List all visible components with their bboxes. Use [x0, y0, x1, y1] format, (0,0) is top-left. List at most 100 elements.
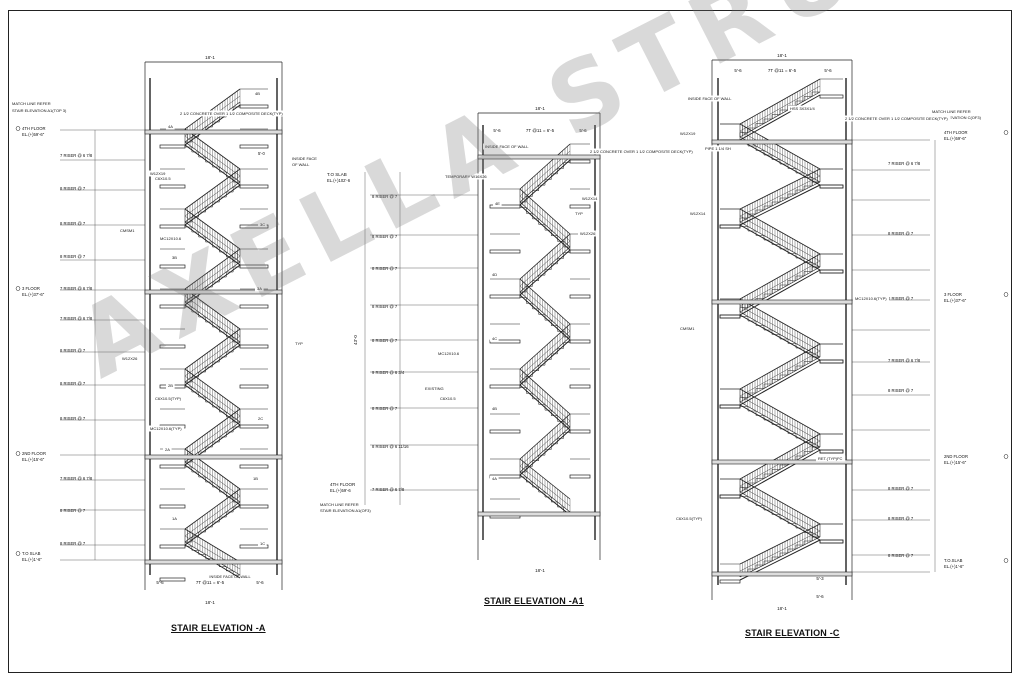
stair-landing — [819, 449, 844, 454]
stair-a-floor-label: 2ND FLOOR — [22, 451, 46, 456]
stair-c-floor-elevation: EL.(+)59'-6" — [944, 136, 967, 141]
stair-landing — [719, 224, 741, 229]
drawing-border — [8, 10, 1012, 673]
stair-c-bottom-overall: 18'-1 — [777, 606, 787, 611]
stair-landing — [489, 429, 521, 434]
stair-a1-floor-elevation: EL.(+)59'-6 — [330, 488, 351, 493]
stair-c-bottom-dim: 5'-3 — [816, 576, 824, 581]
floor-slab — [144, 289, 283, 295]
stair-landing — [159, 464, 186, 469]
stair-stringer — [739, 184, 821, 226]
floor-slab — [711, 459, 853, 465]
stair-a-note: INSIDE FACE OF WALL — [209, 575, 250, 579]
stair-a-flights — [15, 88, 283, 582]
stair-stringer — [739, 359, 821, 406]
stair-a1-match-line: MATCH LINE REFER — [320, 502, 359, 507]
stair-c-callout: W12X19 — [680, 131, 696, 136]
stair-c-callout-box — [853, 295, 890, 302]
stair-a1-tag-box — [490, 335, 499, 342]
stair-landing — [569, 429, 591, 434]
stair-a1-tag-box — [490, 475, 499, 482]
level-marker-icon — [15, 451, 21, 456]
stair-a1-callout: C6X10.5 — [440, 396, 456, 401]
stair-a-match-line: MATCH LINE REFER — [12, 101, 51, 106]
stair-c-callout-box — [678, 130, 696, 137]
stair-landing — [569, 204, 591, 209]
stair-landing — [569, 294, 591, 299]
stair-a-riser-label: 8 RISER @ 7 — [60, 221, 86, 226]
stair-landing — [719, 579, 741, 584]
stair-c-top-dim: 7T @11 = 6'-5 — [768, 68, 797, 73]
stair-landing — [159, 504, 186, 509]
stair-a-note: TYP — [295, 341, 303, 346]
stair-a-overall-width: 18'-1 — [205, 55, 215, 60]
stair-landing — [569, 384, 591, 389]
stair-landing — [159, 184, 186, 189]
stair-a-riser-label: 8 RISER @ 7 — [60, 541, 86, 546]
stair-c-riser-label: 8 RISER @ 7 — [888, 388, 914, 393]
title-stair-elevation-a: STAIR ELEVATION -A — [171, 623, 266, 633]
floor-slab — [711, 299, 853, 305]
stair-a1-tag-box — [490, 271, 499, 278]
stair-c-callout: CMSM1 — [680, 326, 695, 331]
stair-a1-callout-box — [423, 385, 446, 392]
stair-a1-riser-label: 8 RISER @ 7 — [372, 406, 398, 411]
stair-c-match-line-cont: STAIR ELEVATION C(OF3) — [932, 115, 982, 120]
stair-c-riser-label: 8 RISER @ 7 — [888, 296, 914, 301]
stair-landing — [239, 344, 269, 349]
stair-a1-bottom-overall: 18'-1 — [535, 568, 545, 573]
stair-a-floor-label: T.O SLAB — [22, 551, 41, 556]
stair-c-riser-label: 7 RISER @ 6 7/8 — [888, 161, 921, 166]
level-marker-icon — [15, 126, 21, 131]
stair-c-floor-label: 3 FLOOR — [944, 292, 962, 297]
stair-a1-floor-label: 4TH FLOOR — [330, 482, 356, 487]
stair-a-riser-label: 8 RISER @ 7 — [60, 508, 86, 513]
level-marker-icon — [1003, 454, 1009, 459]
stair-a-match-line-cont: STAIR ELEVATION A1(TOP 3) — [12, 108, 67, 113]
stair-c-top-dim: 5'-6 — [734, 68, 742, 73]
stair-c-callout-box — [816, 455, 846, 462]
stair-a1-callout: INSIDE FACE OF WALL — [485, 144, 529, 149]
stair-landing — [239, 264, 269, 269]
stair-a1-riser-label: 8 RISER @ 7 — [372, 234, 398, 239]
stair-a-note: INSIDE FACE — [292, 156, 317, 161]
stair-landing — [239, 144, 269, 149]
stair-landing — [569, 339, 591, 344]
stair-a-tag: 1B — [253, 476, 258, 481]
stair-a-callout: W12X26 — [122, 356, 138, 361]
stair-c-callout: 2 1/2 CONCRETE OVER 1 1/2 COMPOSITE DECK… — [845, 116, 948, 121]
stair-a-riser-label: 8 RISER @ 7 — [60, 254, 86, 259]
stair-a1-callout: EXISTING — [425, 386, 444, 391]
stair-a1-callout: TEMPORARY W16X26 — [445, 174, 487, 179]
stair-a-note: 5'-0 — [258, 151, 266, 156]
stair-a-callout-box — [158, 235, 183, 242]
stair-a1-tag: 4D — [492, 272, 497, 277]
stair-landing — [819, 359, 844, 364]
stair-a-tag: 3A — [257, 286, 262, 291]
stair-a-tag-box — [166, 123, 175, 130]
stair-a-riser-label: 8 RISER @ 7 — [60, 186, 86, 191]
stair-landing — [819, 94, 844, 99]
stair-landing — [239, 384, 269, 389]
stair-c-flights — [711, 78, 1009, 584]
stair-landing — [239, 544, 269, 549]
floor-slab — [144, 129, 283, 135]
stair-a-callout: CMSM1 — [120, 228, 135, 233]
stair-a1-callout-box — [438, 395, 459, 402]
stair-a1-riser-label: 9 RISER @ 6 3/4 — [372, 370, 405, 375]
stair-c-callout: C6X10.5(TYP) — [676, 516, 703, 521]
stair-a1-riser-label: 8 RISER @ 7 — [372, 266, 398, 271]
stair-a-tag-box — [258, 221, 267, 228]
stair-a-bottom-dim: 7T @11 = 6'-5 — [196, 580, 225, 585]
stair-landing — [239, 104, 269, 109]
stair-c-bottom-dim: 5'-6 — [816, 594, 824, 599]
stair-a1-callout-box — [580, 195, 598, 202]
stair-a-riser-label: 7 RISER @ 6 7/8 — [60, 153, 93, 158]
stair-c-riser-label: 7 RISER @ 6 7/8 — [888, 358, 921, 363]
stair-a-tag-box — [253, 90, 262, 97]
title-stair-elevation-a1: STAIR ELEVATION -A1 — [484, 596, 584, 606]
stair-landing — [819, 449, 844, 454]
stair-a-bottom-overall: 18'-1 — [205, 600, 215, 605]
stair-a1-top-dim: 5'-6 — [579, 128, 587, 133]
